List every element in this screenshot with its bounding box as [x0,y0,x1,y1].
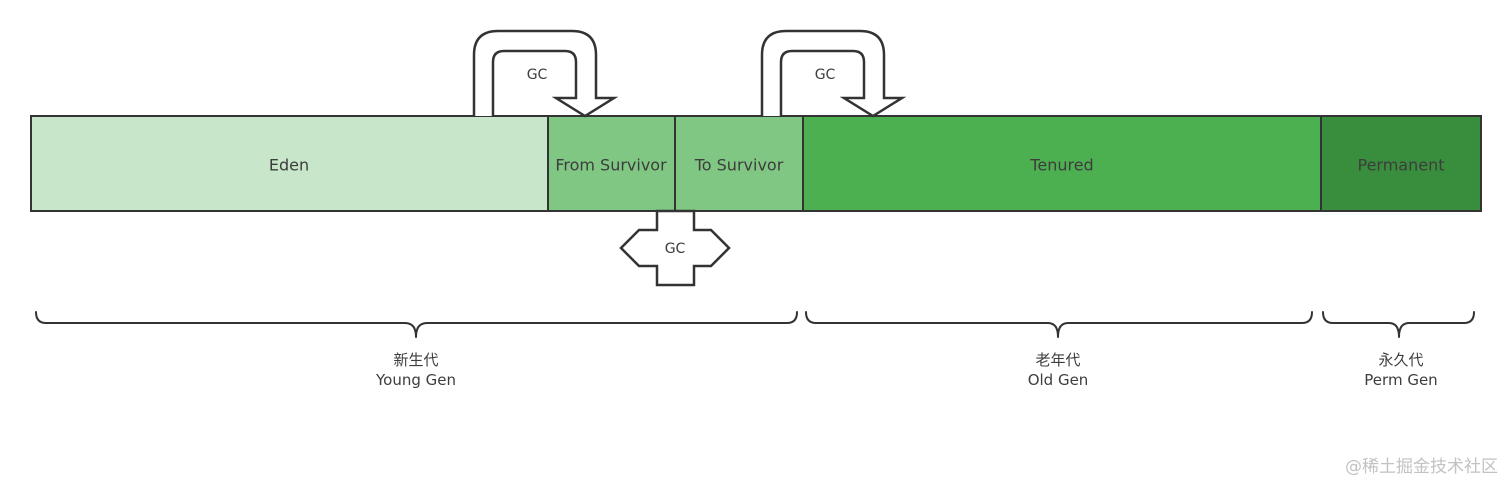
gc-arrow-survivor-to-tenured [760,29,907,118]
heap-bar [30,115,1482,212]
segment-label-eden: Eden [269,156,309,175]
group-subtitle-young: Young Gen [375,371,456,389]
brace-old-gen [805,311,1313,338]
group-subtitle-old: Old Gen [1028,371,1089,389]
segment-eden [30,115,549,212]
brace-perm-gen [1322,311,1475,338]
group-subtitle-perm: Perm Gen [1364,371,1437,389]
brace-young-gen [35,311,798,338]
gc-label-2: GC [815,67,836,83]
segment-permanent [1320,115,1482,212]
segment-label-to-survivor: To Survivor [694,156,784,175]
segment-label-from-survivor: From Survivor [555,156,667,175]
watermark: @稀土掘金技术社区 [1345,457,1498,477]
segment-label-tenured: Tenured [1029,156,1093,175]
gc-label-1: GC [527,67,548,83]
segment-label-permanent: Permanent [1357,156,1444,175]
group-name-old: 老年代 [1035,351,1080,369]
segment-tenured [802,115,1322,212]
segment-to-survivor [674,115,804,212]
gc-double-arrow-survivors [619,209,731,287]
gc-label-3: GC [665,241,686,257]
segment-from-survivor [547,115,676,212]
gc-arrow-eden-to-survivor [472,29,619,118]
group-name-perm: 永久代 [1378,351,1423,369]
group-name-young: 新生代 [393,351,438,369]
